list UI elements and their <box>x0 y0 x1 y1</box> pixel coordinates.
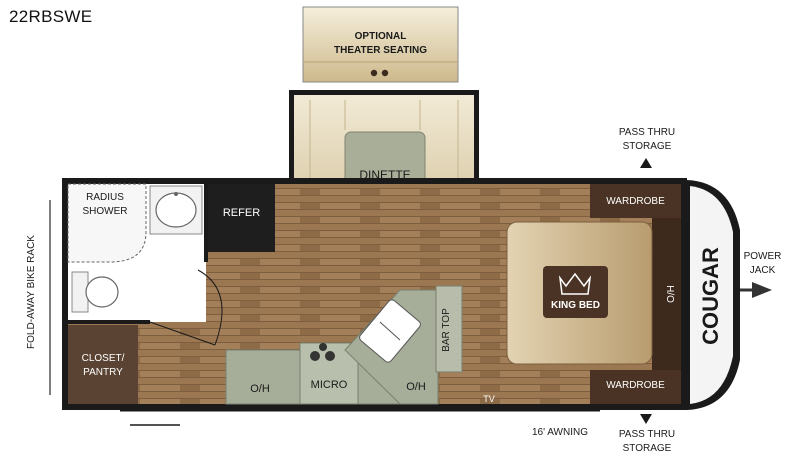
bike-rack-label: FOLD-AWAY BIKE RACK <box>26 235 37 349</box>
tv-label: TV <box>483 394 495 404</box>
pass-thru-arrow-bottom <box>640 414 652 424</box>
brand-logo: COUGAR <box>698 247 723 345</box>
closet-pantry-label: CLOSET/ PANTRY <box>81 353 125 378</box>
pass-thru-top-label: PASS THRU STORAGE <box>618 127 676 152</box>
bathroom <box>67 183 223 346</box>
ho-label: H/O <box>664 285 675 303</box>
radius-shower-label: RADIUS SHOWER <box>82 192 128 217</box>
front-cap <box>687 180 772 410</box>
kitchen-counter <box>225 285 463 405</box>
wardrobe-top-label: WARDROBE <box>606 196 665 207</box>
theater-seating-label: OPTIONAL THEATER SEATING <box>334 31 427 56</box>
refer-label: REFER <box>222 207 261 219</box>
closet-pantry <box>68 325 138 404</box>
pass-thru-arrow-top <box>640 158 652 168</box>
bedroom <box>506 184 681 404</box>
oh-left-label: O/H <box>250 383 270 395</box>
wardrobe-bottom-label: WARDROBE <box>606 380 665 391</box>
theater-seating <box>302 6 459 83</box>
refrigerator <box>208 184 275 252</box>
pass-thru-bottom-label: PASS THRU STORAGE <box>618 429 676 454</box>
model-name: 22RBSWE <box>9 7 93 26</box>
dinette-label: DINETTE <box>359 168 411 182</box>
power-jack-label: POWER JACK <box>743 251 782 276</box>
micro-label: MICRO <box>310 379 348 391</box>
bar-top-label: BAR TOP <box>441 308 452 352</box>
awning-label: 16' AWNING <box>532 427 588 438</box>
king-bed-label: KING BED <box>551 300 600 311</box>
oh-right-label: O/H <box>406 381 426 393</box>
